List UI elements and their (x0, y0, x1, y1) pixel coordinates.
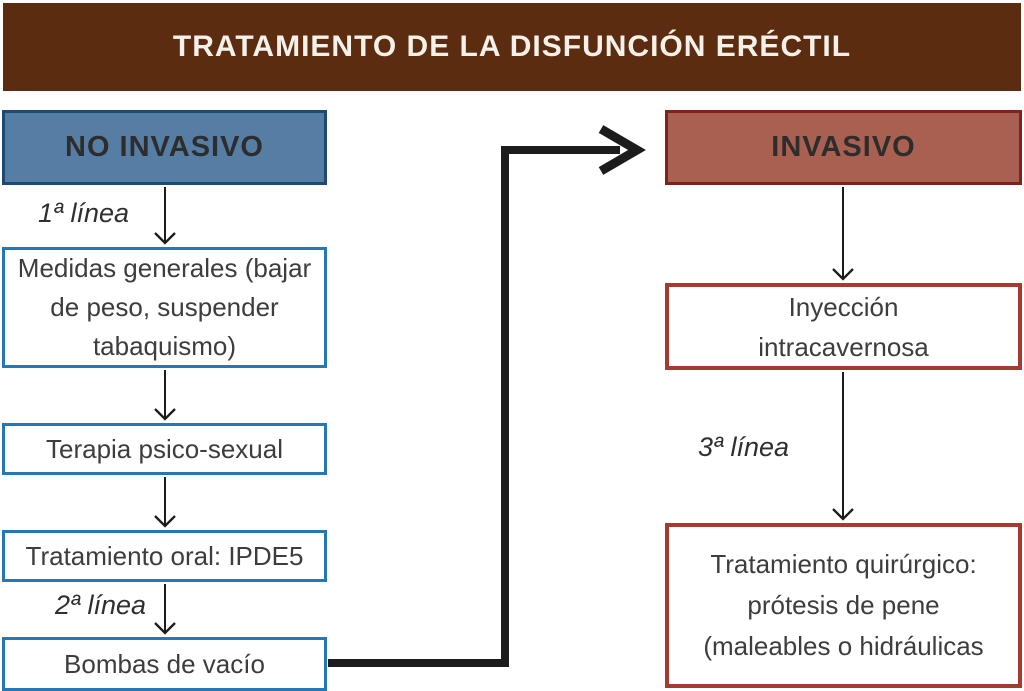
non-invasive-header-box: NO INVASIVO (2, 110, 327, 185)
arrow-down-icon (154, 187, 176, 245)
invasive-header-box: INVASIVO (665, 110, 1022, 185)
elbow-connector-arrow-icon (328, 125, 646, 667)
page-title: TRATAMIENTO DE LA DISFUNCIÓN ERÉCTIL (3, 3, 1021, 91)
third-line-label: 3ª línea (698, 432, 790, 462)
first-line-label: 1ª línea (38, 198, 130, 228)
arrow-down-icon (154, 370, 176, 421)
step-intracavernous-injection: Inyección intracavernosa (665, 283, 1022, 370)
step-general-measures: Medidas generales (bajar de peso, suspen… (2, 247, 327, 368)
arrow-down-icon (832, 372, 854, 521)
step-psychosexual-therapy: Terapia psico-sexual (2, 423, 327, 475)
step-oral-treatment: Tratamiento oral: IPDE5 (2, 530, 327, 582)
arrow-down-icon (832, 187, 854, 281)
arrow-down-icon (154, 477, 176, 528)
step-surgical-treatment: Tratamiento quirúrgico: prótesis de pene… (665, 523, 1022, 688)
second-line-label: 2ª línea (55, 590, 147, 620)
step-vacuum-pumps: Bombas de vacío (2, 637, 327, 691)
arrow-down-icon (154, 584, 176, 635)
